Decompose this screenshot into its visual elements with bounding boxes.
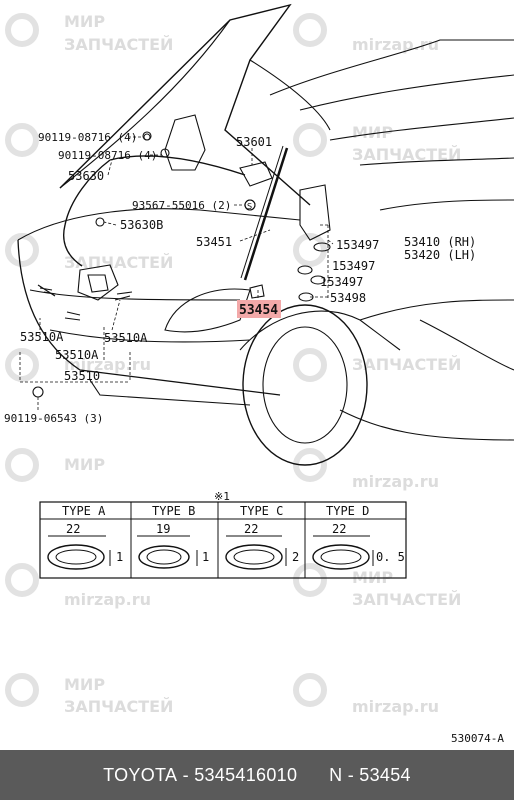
highlighted-part: 53454 [237, 300, 281, 318]
watermark-text: ЗАПЧАСТЕЙ [64, 697, 173, 716]
bolt-icon [143, 133, 151, 141]
part-label: 53420 (LH) [404, 248, 476, 262]
diagram-code: 530074-A [451, 732, 504, 745]
watermark-text: mirzap.ru [64, 590, 151, 609]
watermark-group: МИР ЗАПЧАСТЕЙ mirzap.ru МИР ЗАПЧАСТЕЙ ЗА… [5, 12, 461, 716]
watermark-text: ЗАПЧАСТЕЙ [352, 355, 461, 374]
part-label: 53601 [236, 135, 272, 149]
part-label: 153497 [332, 259, 375, 273]
watermark-text: ЗАПЧАСТЕЙ [64, 253, 173, 272]
part-label: 153497 [320, 275, 363, 289]
type-width: 22 [332, 522, 346, 536]
footer-gap [297, 765, 329, 786]
watermark-text: МИР [352, 123, 393, 142]
watermark-text: ЗАПЧАСТЕЙ [352, 590, 461, 609]
s-clip-icon [244, 199, 256, 211]
part-label: 53510 [64, 369, 100, 383]
car-illustration [17, 3, 514, 466]
footer-brand: TOYOTA [103, 764, 178, 785]
parts-diagram: МИР ЗАПЧАСТЕЙ mirzap.ru МИР ЗАПЧАСТЕЙ ЗА… [4, 3, 514, 745]
watermark-text: МИР [64, 12, 105, 31]
part-label: 53410 (RH) [404, 235, 476, 249]
type-width: 22 [244, 522, 258, 536]
watermark-text: mirzap.ru [64, 355, 151, 374]
type-width: 19 [156, 522, 170, 536]
part-label: 53451 [196, 235, 232, 249]
watermark-text: mirzap.ru [352, 472, 439, 491]
type-header: TYPE C [240, 504, 283, 518]
type-thickness: 0. 5 [376, 550, 405, 564]
watermark-logo-icon [5, 13, 327, 707]
watermark-text: МИР [64, 455, 105, 474]
watermark-text: mirzap.ru [352, 35, 439, 54]
part-label: 90119-08716 (4) [58, 149, 157, 162]
leader-lines [19, 136, 334, 410]
highlight-box [237, 300, 281, 318]
type-thickness: 2 [292, 550, 299, 564]
watermark-text: МИР [64, 675, 105, 694]
type-thickness: 1 [116, 550, 123, 564]
footer-bar: TOYOTA - 5345416010 N - 53454 [0, 750, 514, 800]
part-label: 90119-08716 (4) [38, 131, 137, 144]
washer-icon [47, 544, 370, 570]
part-labels: 90119-08716 (4) 90119-08716 (4) 53630 53… [4, 131, 476, 425]
watermark-text: ЗАПЧАСТЕЙ [64, 35, 173, 54]
type-table: ※1 TYPE A TYPE B TYPE C TYPE D 22 19 22 … [39, 490, 407, 579]
part-label: 53630B [120, 218, 163, 232]
type-thickness: 1 [202, 550, 209, 564]
watermark-text: mirzap.ru [352, 697, 439, 716]
footer-separator: - [177, 764, 195, 785]
watermark-text: ЗАПЧАСТЕЙ [352, 145, 461, 164]
type-header: TYPE A [62, 504, 106, 518]
part-label: 53510A [104, 331, 148, 345]
part-label: 153497 [336, 238, 379, 252]
type-note: ※1 [214, 490, 230, 503]
footer-code: N - 53454 [329, 764, 411, 785]
footer-part-number: 5345416010 [194, 764, 298, 785]
type-header: TYPE D [326, 504, 369, 518]
part-label: 53510A [20, 330, 64, 344]
part-label: 53510A [55, 348, 99, 362]
type-header: TYPE B [152, 504, 195, 518]
highlighted-part-label: 53454 [239, 303, 278, 318]
part-label: 90119-06543 (3) [4, 412, 103, 425]
part-label: 53630 [68, 169, 104, 183]
part-label: 93567-55016 (2) [132, 199, 231, 212]
type-table-border [39, 501, 407, 579]
s-clip-letter-icon: S [247, 202, 252, 211]
type-width: 22 [66, 522, 80, 536]
part-label: 53498 [330, 291, 366, 305]
